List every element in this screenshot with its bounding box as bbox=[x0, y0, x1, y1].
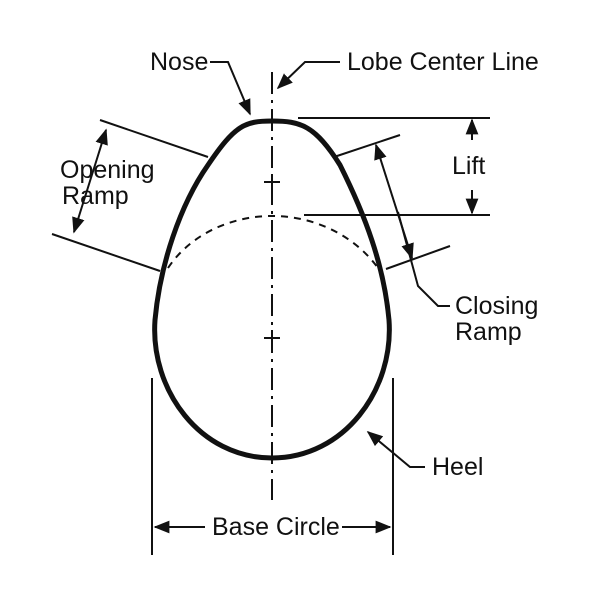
lobe-center-line-label: Lobe Center Line bbox=[347, 48, 539, 76]
closing-ramp-label-line1: Closing bbox=[455, 292, 538, 320]
base-circle-label: Base Circle bbox=[212, 513, 340, 541]
opening-ramp-label-line2: Ramp bbox=[62, 182, 129, 210]
opening-ramp-label-line1: Opening bbox=[60, 156, 155, 184]
opening-ramp-extension-bottom bbox=[51, 233, 161, 272]
lift-label: Lift bbox=[452, 152, 485, 180]
base-center-mark bbox=[264, 330, 280, 346]
closing-ramp-leader bbox=[397, 211, 450, 307]
nose-leader bbox=[210, 61, 251, 116]
closing-ramp-extension-top bbox=[333, 134, 401, 158]
base-circle-dashed-arc bbox=[167, 214, 379, 269]
nose-label: Nose bbox=[150, 48, 208, 76]
opening-ramp-dimension bbox=[72, 128, 108, 234]
closing-ramp-label-line2: Ramp bbox=[455, 318, 522, 346]
lobe-center-line-leader bbox=[276, 61, 340, 90]
nose-center-mark bbox=[264, 174, 280, 190]
closing-ramp-extension-bottom bbox=[385, 245, 451, 270]
opening-ramp-extension-top bbox=[99, 119, 209, 158]
heel-label: Heel bbox=[432, 453, 483, 481]
heel-leader bbox=[366, 430, 425, 468]
